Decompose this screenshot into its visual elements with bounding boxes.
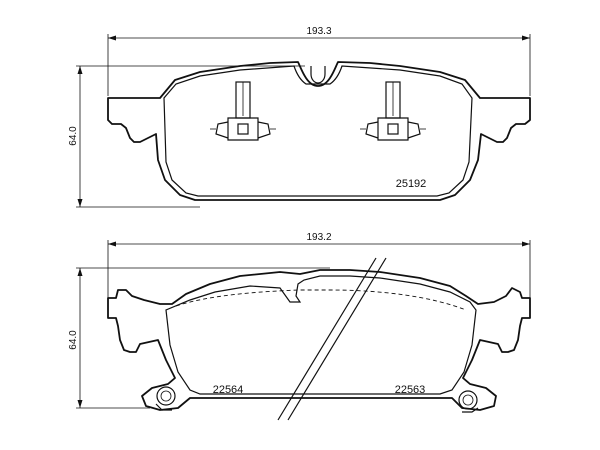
bottom-height-label: 64.0 [68, 330, 79, 350]
top-right-clip [360, 81, 426, 141]
top-height-label: 64.0 [68, 126, 79, 146]
bottom-pad-inner-line [165, 275, 477, 395]
bottom-part-number-left: 22564 [213, 384, 244, 396]
bottom-left-mounting-hole [155, 386, 176, 411]
top-width-label: 193.3 [306, 26, 331, 37]
bottom-pad-wear-line [175, 289, 467, 311]
bottom-width-dimension [107, 240, 531, 300]
wear-sensor-wire [277, 257, 387, 421]
top-part-number: 25192 [396, 178, 427, 190]
top-pad-outline [107, 61, 531, 201]
bottom-height-dimension [76, 267, 330, 409]
top-height-dimension [76, 65, 305, 208]
top-pad-center-notch [310, 66, 326, 84]
bottom-part-number-right: 22563 [395, 384, 426, 396]
bottom-pad: 193.2 64.0 [68, 232, 531, 421]
bottom-width-label: 193.2 [306, 232, 331, 243]
top-width-dimension [107, 34, 531, 96]
top-pad-inner-line [163, 65, 473, 197]
top-pad: 193.3 64.0 [68, 26, 531, 208]
bottom-pad-outline [107, 269, 531, 411]
top-left-clip [210, 81, 276, 141]
bottom-right-mounting-hole [458, 390, 479, 413]
